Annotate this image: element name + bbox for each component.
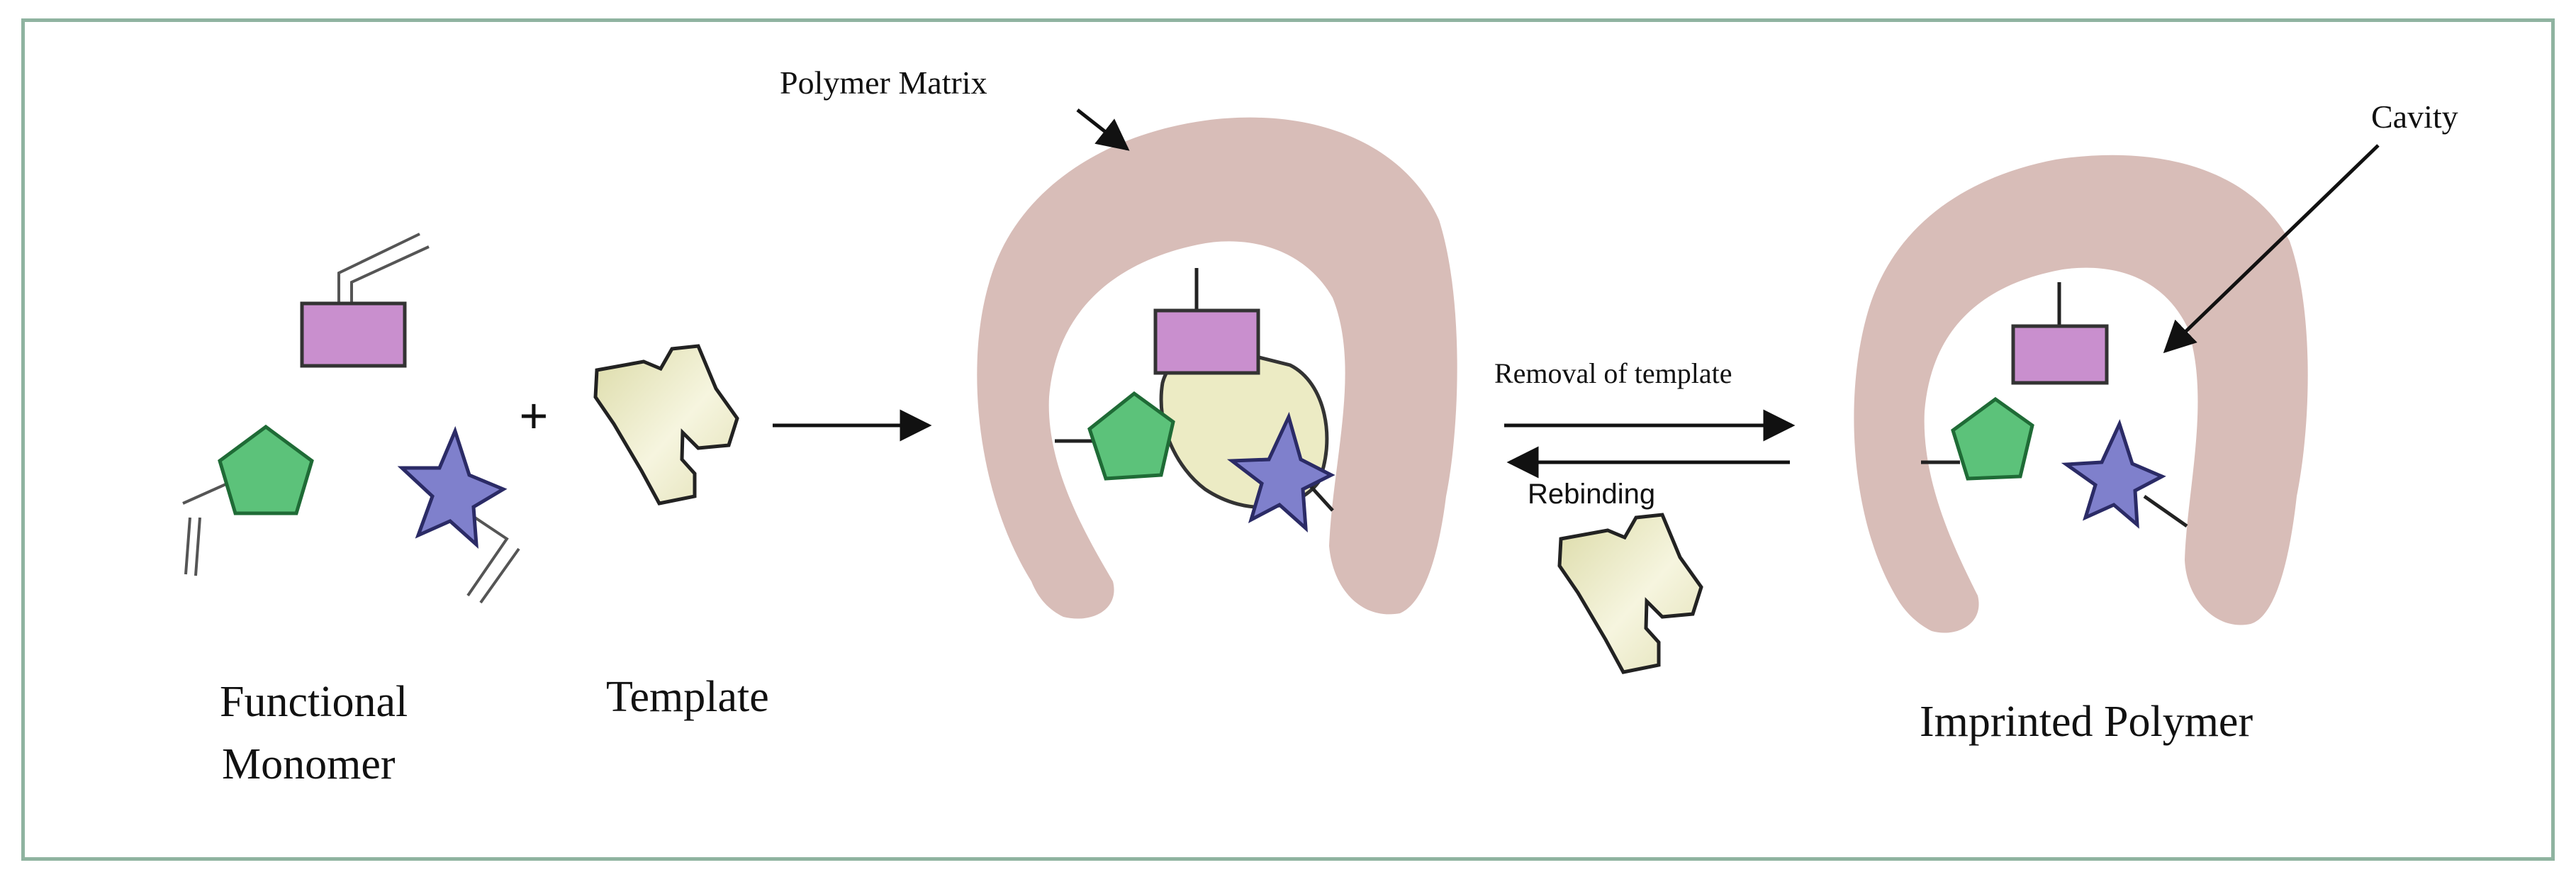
rebinding-label: Rebinding (1528, 479, 1655, 510)
polymer-matrix-complex (977, 117, 1457, 619)
plus-sign: + (520, 388, 549, 443)
released-template-icon (1557, 513, 1703, 674)
imprinted-polymer (1854, 155, 2308, 633)
imprinted-star-monomer-icon (2061, 419, 2166, 529)
functional-monomers-group (182, 233, 520, 604)
pentagon-monomer-icon (218, 424, 314, 515)
imprinted-polymer-label: Imprinted Polymer (1920, 698, 2253, 746)
bound-rectangle-monomer-icon (1153, 308, 1260, 375)
cavity-label: Cavity (2371, 99, 2458, 135)
star-monomer-icon (397, 425, 508, 549)
functional-monomer-label-line2: Monomer (222, 740, 396, 788)
imprinted-rectangle-monomer-icon (2011, 324, 2109, 385)
bound-star-monomer-icon (1226, 411, 1335, 532)
cavity-pointer (2163, 144, 2380, 354)
polymer-matrix-label: Polymer Matrix (780, 65, 987, 101)
polymer-matrix-pointer (1076, 108, 1130, 151)
bound-pentagon-monomer-icon (1087, 391, 1175, 481)
imprinted-star-bond (2143, 494, 2188, 528)
removal-label: Removal of template (1494, 357, 1732, 389)
functional-monomer-label-line1: Functional (220, 678, 408, 726)
template-label: Template (606, 673, 769, 721)
rectangle-monomer-icon (300, 301, 407, 368)
template-molecule-icon (593, 344, 739, 506)
imprinted-polymer-shape (1854, 155, 2308, 633)
polymer-matrix-shape (977, 117, 1457, 619)
imprinted-pentagon-monomer-icon (1951, 396, 2034, 481)
